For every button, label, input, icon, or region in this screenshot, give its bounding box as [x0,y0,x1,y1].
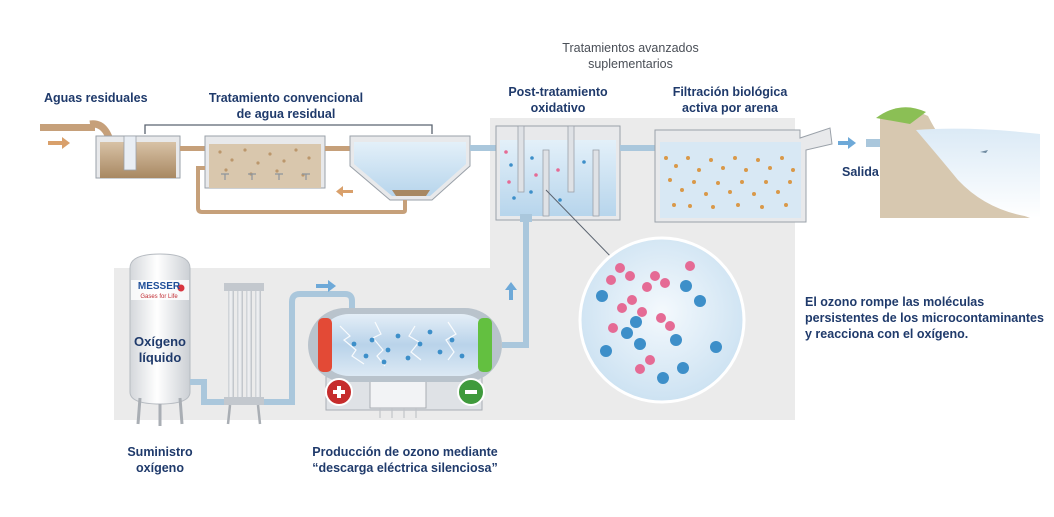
pipe-2-3 [325,146,351,151]
sludge-return-pipe [196,166,407,214]
messer-logo: MESSER Gases for Life [137,281,181,300]
pipe-1-2 [180,146,206,151]
outlet-arrow [838,137,856,149]
biofiltration-tank [654,127,833,223]
tank-content-label: Oxígeno líquido [133,334,186,365]
conventional-bracket [144,124,433,134]
advanced-treatments-label: Tratamientos avanzados suplementarios [562,41,699,71]
oxygen-supply-label: Suministro oxígeno [127,445,193,475]
pipe-to-generator [264,291,355,405]
ozone-explanation: El ozono rompe las moléculas persistente… [805,295,1044,341]
plus-icon [325,378,353,406]
ozone-production-label: Producción de ozono mediante “descarga e… [312,445,498,475]
ozone-flow-arrow [505,282,517,300]
magnifier-line [545,189,617,263]
biofiltration-label: Filtración biológica activa por arena [672,85,788,115]
output-label: Salida [842,165,879,179]
receiving-water [876,107,1040,218]
primary-tank [95,135,181,179]
conventional-treatment-label: Tratamiento convencional de agua residua… [208,91,364,121]
clarifier-tank [349,135,471,201]
pipe-to-post [470,145,500,151]
aeration-tank [204,135,326,189]
wastewater-label: Aguas residuales [44,91,148,105]
oxygen-tank [129,253,191,426]
sludge-return-arrow [336,186,353,197]
inlet-pipe [40,124,95,131]
ozone-pipe [502,222,529,348]
gas-flow-arrow [316,280,336,292]
oxygen-pipe [190,379,230,405]
minus-icon [457,378,485,406]
molecule-zoom [578,236,746,404]
post-treatment-tank [495,125,621,222]
post-treatment-label: Post-tratamiento oxidativo [508,85,608,115]
pipe-to-filter [620,145,656,151]
inlet-arrow [48,137,70,149]
ozone-generator [308,308,502,418]
evaporator [224,283,264,425]
